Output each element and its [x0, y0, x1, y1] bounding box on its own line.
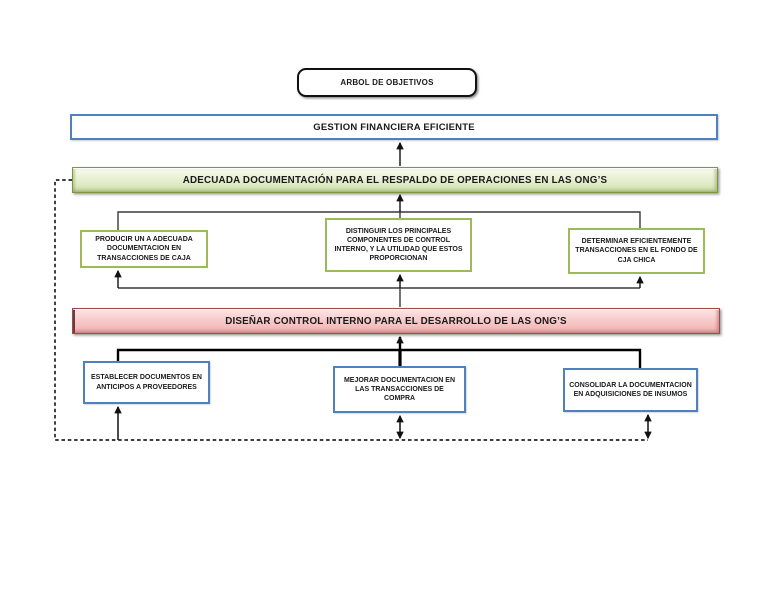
connector-results-tree	[117, 211, 641, 230]
goal-label: GESTION FINANCIERA EFICIENTE	[313, 121, 475, 133]
purpose-bar: ADECUADA DOCUMENTACIÓN PARA EL RESPALDO …	[72, 167, 718, 193]
result-label-3: DETERMINAR EFICIENTEMENTE TRANSACCIONES …	[575, 238, 698, 264]
result-label-1: PRODUCIR UN A ADECUADA DOCUMENTACION EN …	[95, 236, 193, 262]
connector-means-tree	[116, 348, 642, 368]
purpose-label: ADECUADA DOCUMENTACIÓN PARA EL RESPALDO …	[182, 174, 608, 186]
result-box-1: PRODUCIR UN A ADECUADA DOCUMENTACION EN …	[80, 230, 208, 268]
diagram-title: ARBOL DE OBJETIVOS	[340, 78, 434, 87]
means-box-2: MEJORAR DOCUMENTACION EN LAS TRANSACCION…	[333, 366, 466, 413]
means-box-3: CONSOLIDAR LA DOCUMENTACION EN ADQUISICI…	[563, 368, 698, 412]
connector-central-tree	[118, 287, 640, 307]
result-box-2: DISTINGUIR LOS PRINCIPALES COMPONENTES D…	[325, 218, 472, 272]
central-objective-label: DISEÑAR CONTROL INTERNO PARA EL DESARROL…	[225, 315, 567, 327]
result-box-3: DETERMINAR EFICIENTEMENTE TRANSACCIONES …	[568, 228, 705, 274]
diagram-title-box: ARBOL DE OBJETIVOS	[297, 68, 477, 97]
dashed-feedback-line	[54, 179, 648, 441]
means-label-1: ESTABLECER DOCUMENTOS EN ANTICIPOS A PRO…	[91, 374, 202, 391]
central-objective-bar: DISEÑAR CONTROL INTERNO PARA EL DESARROL…	[72, 308, 720, 334]
means-label-3: CONSOLIDAR LA DOCUMENTACION EN ADQUISICI…	[569, 381, 692, 398]
goal-box: GESTION FINANCIERA EFICIENTE	[70, 114, 718, 140]
means-label-2: MEJORAR DOCUMENTACION EN LAS TRANSACCION…	[343, 376, 456, 403]
result-label-2: DISTINGUIR LOS PRINCIPALES COMPONENTES D…	[334, 227, 463, 263]
means-box-1: ESTABLECER DOCUMENTOS EN ANTICIPOS A PRO…	[83, 361, 210, 404]
